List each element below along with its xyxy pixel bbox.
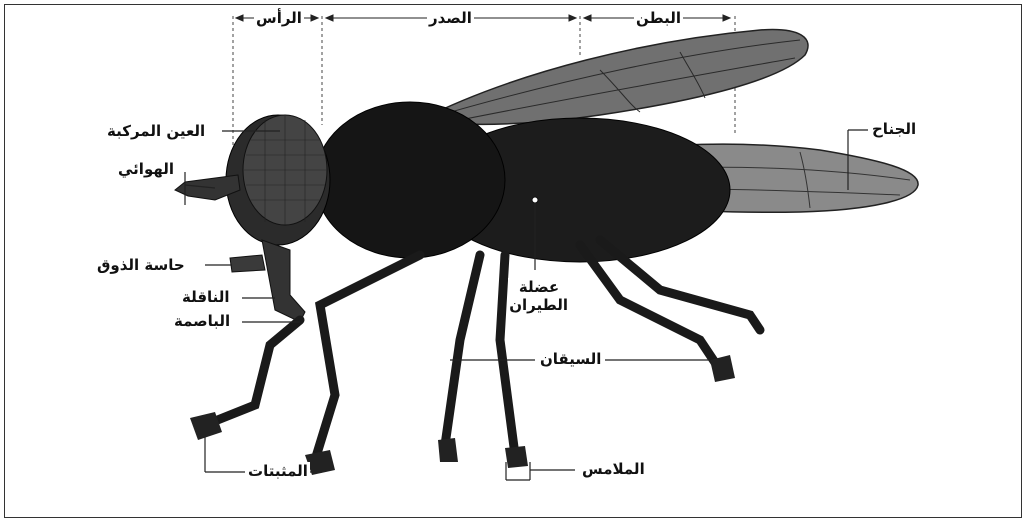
label-labellum: الباصمة	[172, 312, 232, 330]
feet-group	[190, 355, 735, 475]
upper-wing	[420, 30, 808, 125]
label-head: الرأس	[254, 9, 304, 27]
label-pulvilli: المثبتات	[246, 462, 310, 480]
label-legs: السيقان	[538, 350, 603, 368]
label-abdomen: البطن	[634, 9, 683, 27]
label-wing: الجناح	[870, 120, 918, 138]
label-flight-muscle-line2: الطيران	[510, 296, 568, 314]
thorax-body	[315, 102, 505, 258]
maxillary-palp-shape	[230, 255, 265, 272]
label-flight-muscle: عضلة الطيران	[508, 278, 570, 314]
label-maxillary-palp: حاسة الذوق	[95, 256, 187, 274]
label-flight-muscle-line1: عضلة	[510, 278, 568, 296]
label-proboscis: الناقلة	[180, 288, 232, 306]
flight-muscle-marker	[532, 197, 538, 203]
label-claws: الملامس	[580, 460, 647, 478]
proboscis	[262, 240, 305, 322]
label-antenna: الهوائي	[116, 160, 176, 178]
label-thorax: الصدر	[427, 9, 474, 27]
label-compound-eye: العين المركبة	[105, 122, 207, 140]
